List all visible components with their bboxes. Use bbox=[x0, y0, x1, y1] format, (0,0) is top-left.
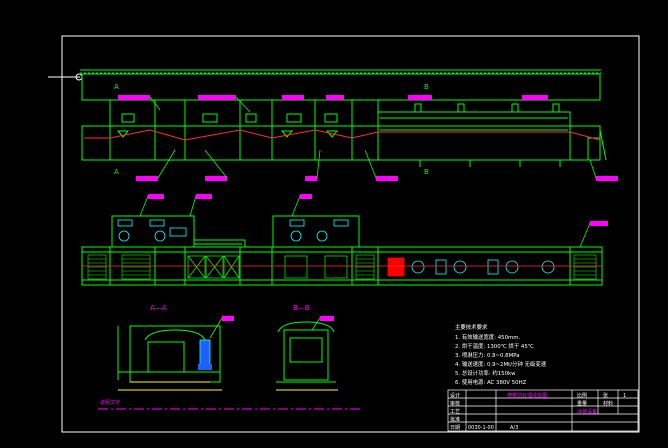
company-name: 涂装设备 bbox=[577, 408, 597, 415]
approve-label: 批准 bbox=[450, 416, 460, 423]
elevation-view bbox=[48, 69, 607, 167]
plan-tank-cells bbox=[187, 255, 348, 279]
plan-hatched-zones bbox=[87, 254, 597, 280]
check-label: 审核 bbox=[450, 400, 460, 407]
weight-label: 重量 bbox=[577, 400, 587, 407]
section-markers: A A B B bbox=[114, 83, 429, 176]
section-a-top: A bbox=[114, 83, 119, 91]
title-block-text: 喷雾前处理线总图 比例 张 1 重量 材料 涂装设备 设计 审核 工艺 批准 日… bbox=[450, 392, 626, 431]
date-label: 日期 bbox=[450, 425, 460, 431]
title-block bbox=[447, 389, 639, 432]
elevation-callouts bbox=[118, 95, 618, 181]
tech-req-line-2: 2. 烘干温度: 1300℃ 烘干 45℃ bbox=[455, 342, 534, 350]
sheet-label: 张 bbox=[603, 392, 608, 399]
tech-req-line-1: 1. 有效输送宽度: 450mm. bbox=[455, 333, 521, 341]
tech-req-line-6: 6. 使用电源: AC 380V 50HZ bbox=[455, 378, 527, 386]
tech-req-line-4: 4. 输送速度: 0.9~2Mt/分钟 无级变速 bbox=[455, 360, 547, 368]
tech-req-title: 主要技术要求 bbox=[455, 323, 488, 331]
process-label: 工艺 bbox=[450, 409, 460, 415]
design-label: 设计 bbox=[450, 392, 460, 399]
section-b-view bbox=[276, 321, 338, 391]
ratio-value: A/3 bbox=[510, 425, 518, 431]
section-a-callout bbox=[209, 316, 234, 339]
elevation-leaders bbox=[149, 96, 597, 179]
section-a-pump bbox=[198, 339, 212, 370]
bottom-notes: 说明文字 bbox=[98, 399, 360, 410]
tech-requirements: 主要技术要求 1. 有效输送宽度: 450mm. 2. 烘干温度: 1300℃ … bbox=[455, 323, 547, 386]
conveyor-centerline-elevation bbox=[84, 129, 601, 141]
section-a-title: A—A bbox=[150, 304, 167, 312]
plan-leaders bbox=[139, 195, 591, 248]
plan-fans bbox=[387, 257, 555, 277]
section-b-callout bbox=[311, 316, 334, 331]
section-b-bottom: B bbox=[424, 168, 429, 176]
section-titles: A—A B—B bbox=[150, 304, 310, 312]
sheet-value: 1 bbox=[623, 393, 626, 399]
notes-label: 说明文字 bbox=[100, 399, 120, 406]
section-a-view bbox=[117, 325, 222, 391]
section-b-top: B bbox=[424, 83, 429, 91]
material-label: 材料 bbox=[603, 400, 613, 407]
section-b-title: B—B bbox=[293, 304, 310, 312]
section-a-bottom: A bbox=[114, 168, 119, 176]
tech-req-line-5: 5. 总设计功率: 约150kw bbox=[455, 369, 516, 377]
tech-req-line-3: 3. 喷淋压力: 0.8~0.8MPa bbox=[455, 351, 520, 359]
drawing-number: 0030-1-00 bbox=[468, 425, 494, 431]
drawing-title: 喷雾前处理线总图 bbox=[507, 392, 547, 399]
scale-label: 比例 bbox=[577, 392, 587, 399]
plan-equipment bbox=[117, 219, 349, 242]
drawing-border bbox=[61, 35, 640, 433]
plan-callouts bbox=[148, 194, 608, 226]
